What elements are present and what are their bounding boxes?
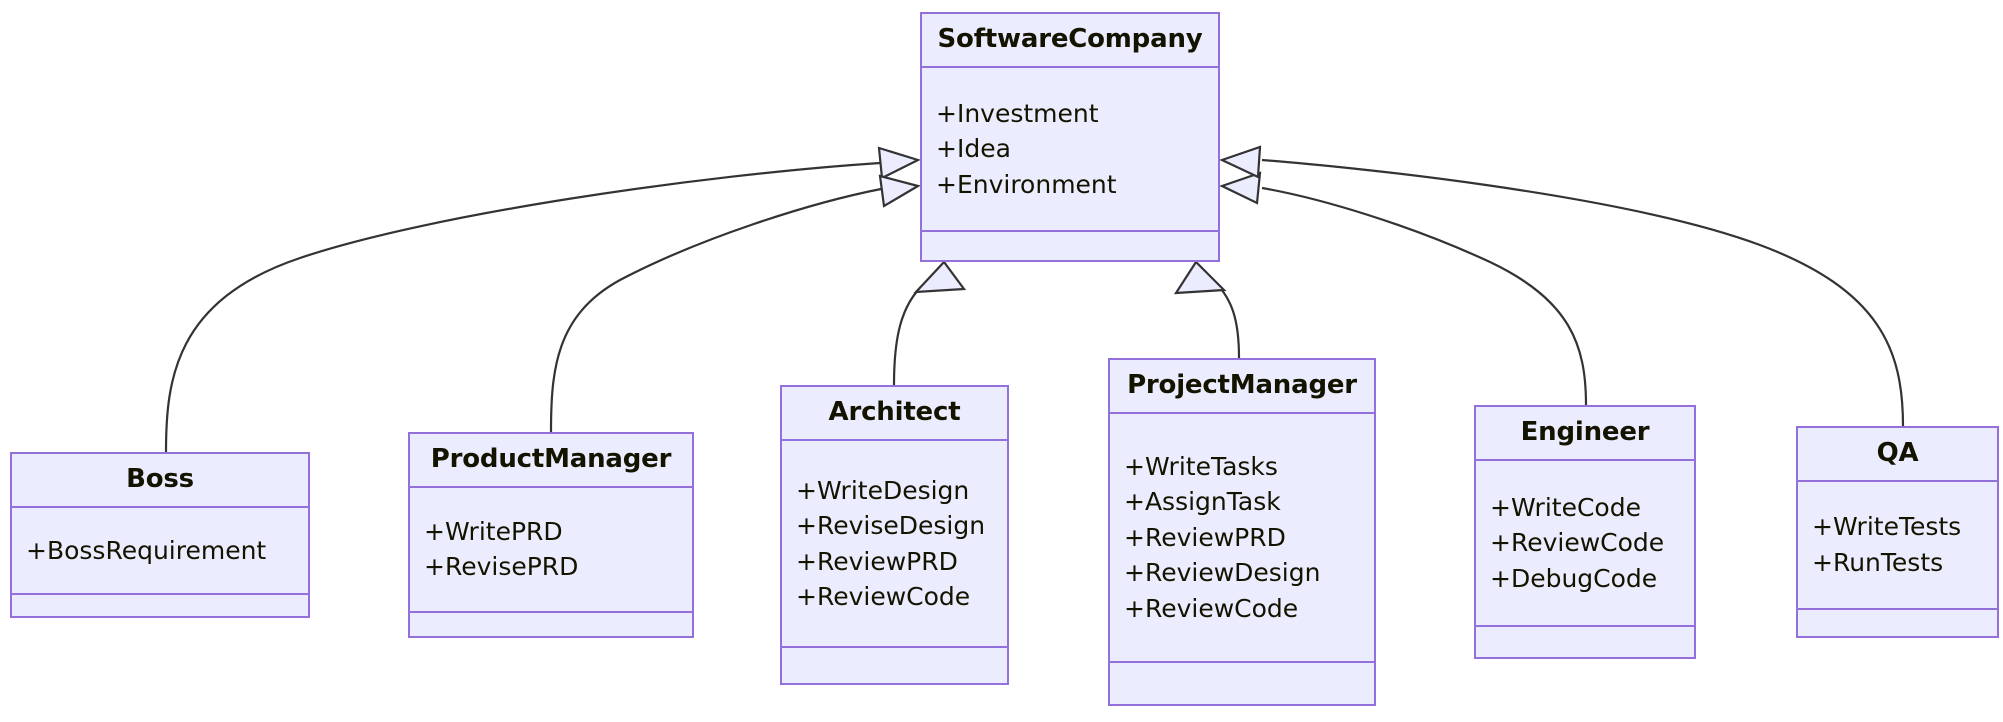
class-title: Boss (12, 454, 308, 508)
class-attributes: +WriteTests +RunTests (1798, 482, 1997, 610)
edge-architect-to-softwarecompany (892, 282, 926, 386)
class-member: +ReviewPRD (1124, 522, 1286, 552)
inheritance-arrowhead-architect (913, 260, 967, 294)
class-member: +ReviewCode (796, 582, 971, 611)
class-attributes: +Investment +Idea +Environment (922, 68, 1218, 233)
inheritance-arrowhead-qa (1219, 145, 1262, 179)
class-methods (1798, 610, 1997, 637)
class-node-engineer[interactable]: Engineer +WriteCode +ReviewCode +DebugCo… (1474, 405, 1696, 659)
class-title: Engineer (1476, 407, 1694, 461)
class-methods (782, 648, 1007, 683)
class-node-boss[interactable]: Boss +BossRequirement (10, 452, 310, 618)
class-title: QA (1798, 428, 1997, 482)
class-member: +BossRequirement (26, 535, 267, 565)
class-node-software-company[interactable]: SoftwareCompany +Investment +Idea +Envir… (920, 12, 1220, 262)
inheritance-arrowhead-projectmanager (1173, 260, 1227, 295)
class-member: +WriteTests (1812, 512, 1962, 542)
class-member: +ReviewDesign (1124, 558, 1321, 588)
class-member: +WriteDesign (796, 475, 970, 505)
class-member: +RunTests (1812, 547, 1944, 577)
class-title: SoftwareCompany (922, 14, 1218, 68)
class-member: +ReviseDesign (796, 511, 986, 540)
class-attributes: +BossRequirement (12, 508, 308, 595)
class-attributes: +WritePRD +RevisePRD (410, 488, 692, 613)
class-methods (1476, 627, 1694, 657)
class-methods (1110, 663, 1374, 704)
class-member: +Idea (936, 134, 1011, 164)
class-member: +ReviewPRD (796, 546, 958, 576)
class-member: +RevisePRD (424, 552, 579, 582)
class-node-project-manager[interactable]: ProjectManager +WriteTasks +AssignTask +… (1108, 358, 1376, 706)
edge-boss-to-softwarecompany (164, 161, 881, 453)
class-attributes: +WriteDesign +ReviseDesign +ReviewPRD +R… (782, 441, 1007, 648)
class-member: +WriteTasks (1124, 451, 1278, 481)
edge-projectmanager-to-softwarecompany (1215, 282, 1241, 359)
class-attributes: +WriteCode +ReviewCode +DebugCode (1476, 461, 1694, 628)
class-member: +DebugCode (1490, 563, 1658, 593)
class-member: +ReviewCode (1490, 528, 1665, 558)
class-member: +Investment (936, 98, 1099, 128)
inheritance-arrowhead-boss (877, 146, 921, 180)
inheritance-arrowhead-engineer (1219, 171, 1262, 205)
inheritance-arrowhead-productmanager (878, 174, 921, 208)
class-title: ProductManager (410, 434, 692, 488)
class-node-product-manager[interactable]: ProductManager +WritePRD +RevisePRD (408, 432, 694, 638)
class-node-architect[interactable]: Architect +WriteDesign +ReviseDesign +Re… (780, 385, 1009, 685)
class-attributes: +WriteTasks +AssignTask +ReviewPRD +Revi… (1110, 414, 1374, 663)
class-member: +Environment (936, 169, 1117, 199)
class-member: +AssignTask (1124, 487, 1281, 517)
class-methods (12, 595, 308, 616)
class-member: +ReviewCode (1124, 593, 1299, 623)
class-node-qa[interactable]: QA +WriteTests +RunTests (1796, 426, 1999, 638)
class-title: ProjectManager (1110, 360, 1374, 414)
class-member: +WritePRD (424, 516, 563, 546)
class-title: Architect (782, 387, 1007, 441)
class-member: +WriteCode (1490, 492, 1641, 522)
class-methods (922, 232, 1218, 260)
class-methods (410, 613, 692, 637)
